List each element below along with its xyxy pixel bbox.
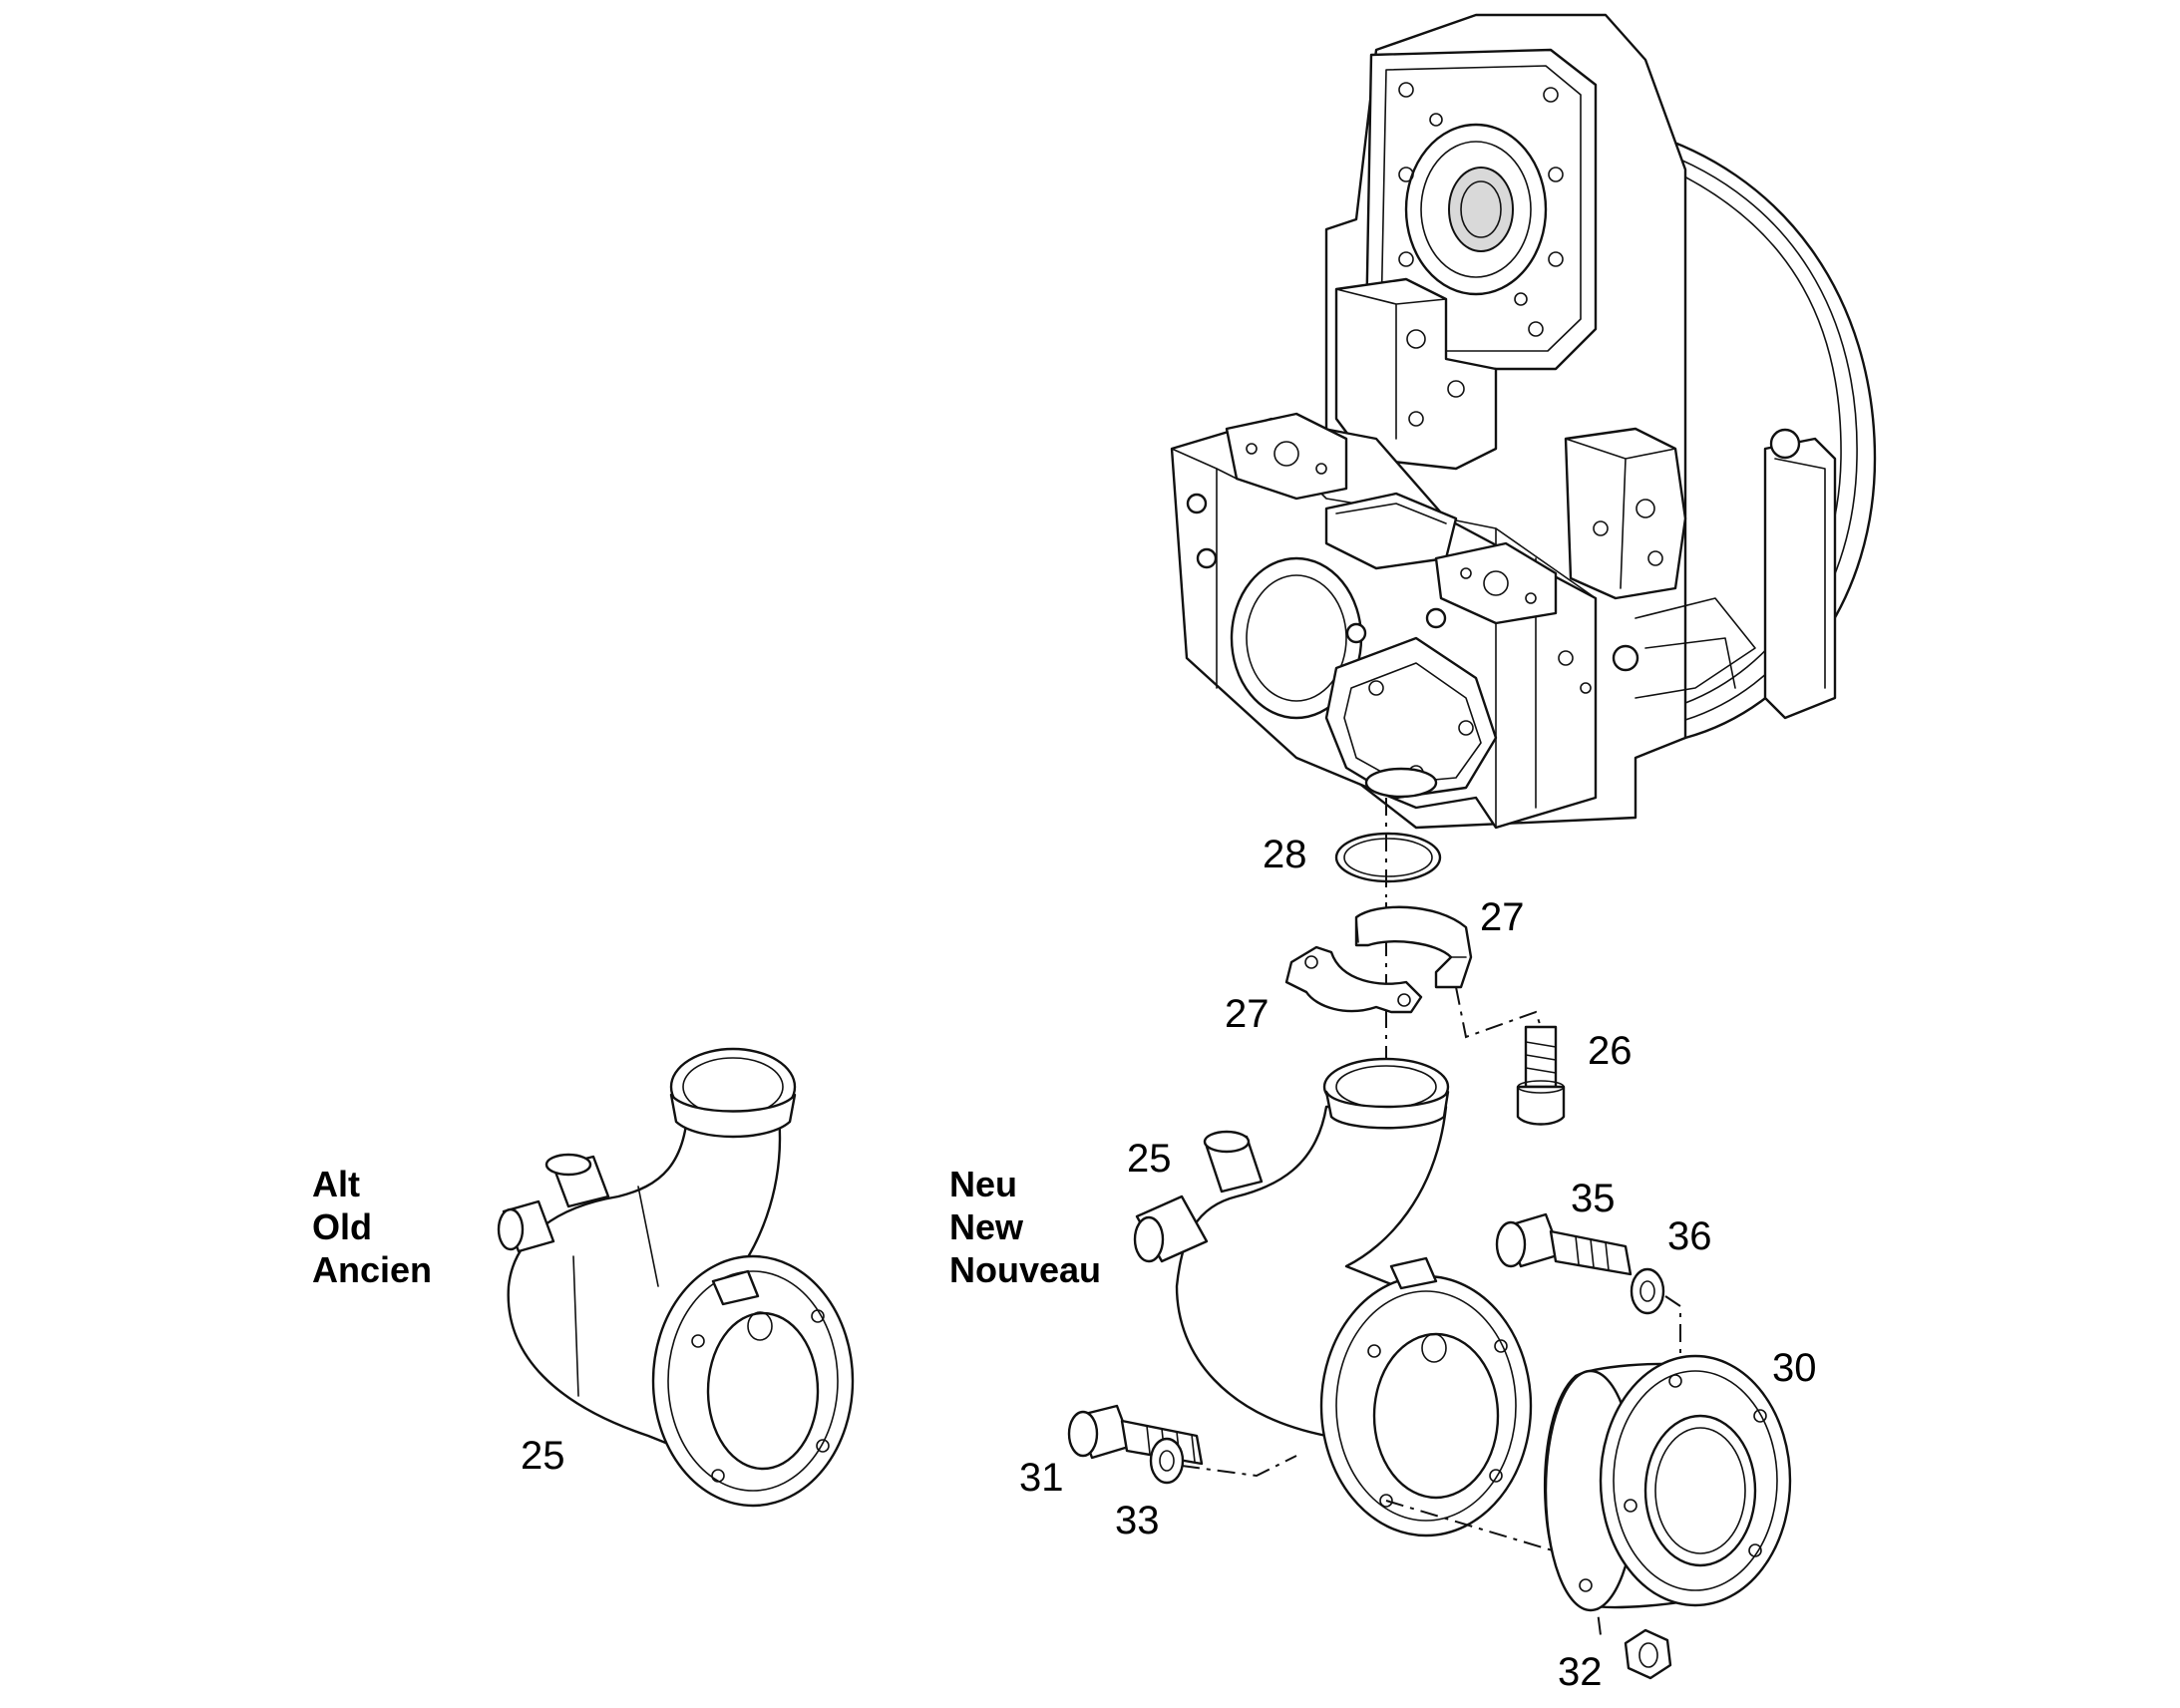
washer-33	[1149, 1437, 1185, 1485]
callout-32: 32	[1558, 1650, 1603, 1694]
callout-25-new: 25	[1127, 1137, 1172, 1181]
washer-36-leader	[1664, 1295, 1681, 1386]
screw-35	[1495, 1212, 1633, 1276]
callout-27-lower: 27	[1225, 992, 1270, 1036]
callout-27-upper: 27	[1480, 895, 1525, 939]
callout-25-old: 25	[521, 1434, 565, 1478]
variant-new-line-fr: Nouveau	[949, 1249, 1102, 1290]
variant-new-line-en: New	[949, 1206, 1024, 1247]
flange-adapter-30	[1543, 1354, 1792, 1612]
screw-26	[1516, 1025, 1566, 1126]
callout-26: 26	[1588, 1029, 1633, 1073]
pipe-elbow-25-new	[1133, 1057, 1533, 1537]
bolt-26-leader	[1455, 986, 1542, 1039]
transmission-housing	[1170, 13, 1877, 830]
washer-33-leader	[1181, 1455, 1297, 1478]
variant-new-label: Neu New Nouveau	[949, 1163, 1101, 1291]
callout-30: 30	[1772, 1346, 1817, 1390]
pipe-elbow-25-old	[497, 1047, 855, 1508]
variant-old-line-de: Alt	[312, 1164, 360, 1204]
clamp-half-27-upper	[1354, 905, 1473, 989]
callout-36: 36	[1667, 1214, 1712, 1258]
variant-old-label: Alt Old Ancien	[312, 1163, 432, 1291]
callout-35: 35	[1571, 1177, 1616, 1220]
o-ring-28	[1334, 832, 1442, 883]
washer-36	[1630, 1267, 1665, 1315]
callout-28: 28	[1263, 833, 1307, 876]
nut-32	[1624, 1628, 1672, 1680]
variant-new-line-de: Neu	[949, 1164, 1018, 1204]
clamp-half-27-lower	[1284, 945, 1423, 1014]
callout-33: 33	[1115, 1499, 1160, 1542]
variant-old-line-en: Old	[312, 1206, 372, 1247]
callout-31: 31	[1019, 1456, 1064, 1500]
variant-old-line-fr: Ancien	[312, 1249, 433, 1290]
